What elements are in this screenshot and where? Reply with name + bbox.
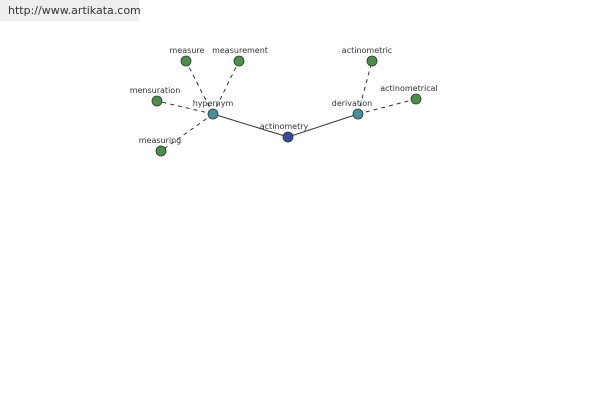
word-node-actinometrical[interactable] bbox=[410, 93, 422, 105]
relation-label-derivation[interactable]: derivation bbox=[332, 99, 372, 108]
relation-node-hypernym[interactable] bbox=[207, 108, 219, 120]
edge-hypernym-measurement bbox=[212, 60, 240, 115]
center-label[interactable]: actinometry bbox=[260, 122, 309, 131]
edge-center-derivation bbox=[287, 113, 359, 138]
word-label-measurement[interactable]: measurement bbox=[212, 46, 268, 55]
edge-hypernym-measuring bbox=[160, 113, 214, 152]
word-label-mensuration[interactable]: mensuration bbox=[130, 86, 181, 95]
edge-hypernym-measure bbox=[185, 60, 214, 115]
word-node-measurement[interactable] bbox=[233, 55, 245, 67]
word-label-measuring[interactable]: measuring bbox=[139, 136, 182, 145]
edge-derivation-actinometrical bbox=[357, 98, 417, 115]
word-node-mensuration[interactable] bbox=[151, 95, 163, 107]
graph-nodes bbox=[151, 55, 422, 157]
center-node[interactable] bbox=[282, 131, 294, 143]
word-label-actinometrical[interactable]: actinometrical bbox=[380, 84, 438, 93]
site-url-badge[interactable]: http://www.artikata.com bbox=[0, 0, 141, 21]
relation-node-derivation[interactable] bbox=[352, 108, 364, 120]
word-node-measuring[interactable] bbox=[155, 145, 167, 157]
word-label-actinometric[interactable]: actinometric bbox=[342, 46, 392, 55]
relation-label-hypernym[interactable]: hypernym bbox=[193, 99, 234, 108]
site-url-text[interactable]: http://www.artikata.com bbox=[8, 4, 141, 17]
graph-labels: measure measurement mensuration measuring hy… bbox=[130, 46, 438, 145]
edge-derivation-actinometric bbox=[357, 60, 373, 115]
word-label-measure[interactable]: measure bbox=[170, 46, 205, 55]
edge-hypernym-mensuration bbox=[156, 100, 214, 115]
word-node-measure[interactable] bbox=[180, 55, 192, 67]
word-node-actinometric[interactable] bbox=[366, 55, 378, 67]
edge-center-hypernym bbox=[212, 113, 289, 138]
graph-edges bbox=[156, 60, 417, 152]
